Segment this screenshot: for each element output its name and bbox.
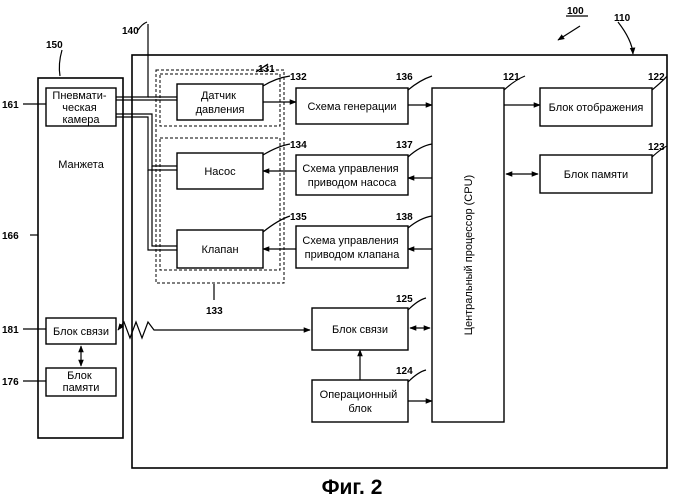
ref-132: 132: [290, 72, 307, 83]
ref-121: 121: [503, 72, 520, 83]
valve-label: Клапан: [201, 244, 238, 256]
ref-122: 122: [648, 72, 665, 83]
cuff-comm-label: Блок связи: [53, 326, 109, 338]
memory-label: Блок памяти: [564, 169, 628, 181]
air-tube-lines: [116, 24, 177, 250]
ref-133: 133: [206, 306, 223, 317]
ref-135: 135: [290, 212, 307, 223]
generation-label: Схема генерации: [307, 101, 396, 113]
comm-label: Блок связи: [332, 324, 388, 336]
valve-drive-block: [296, 226, 408, 268]
pump-label: Насос: [204, 166, 236, 178]
ref-134: 134: [290, 140, 307, 151]
ref-181: 181: [2, 325, 19, 336]
pump-drive-block: [296, 155, 408, 195]
cpu-label: Центральный процессор (CPU): [463, 175, 475, 335]
cuff-memory-label: Блок памяти: [63, 370, 100, 394]
operation-block: [312, 380, 408, 422]
ref-166: 166: [2, 231, 19, 242]
ref-161: 161: [2, 100, 19, 111]
cuff-title: Манжета: [58, 159, 105, 171]
figure-caption: Фиг. 2: [322, 476, 383, 499]
ref-125: 125: [396, 294, 413, 305]
ref-140: 140: [122, 26, 139, 37]
ref-131: 131: [258, 64, 275, 75]
ref-137: 137: [396, 140, 413, 151]
wireless-link: [118, 322, 310, 338]
ref-138: 138: [396, 212, 413, 223]
ref-110: 110: [614, 13, 631, 24]
ref-176: 176: [2, 377, 19, 388]
ref-123: 123: [648, 142, 665, 153]
ref-136: 136: [396, 72, 413, 83]
ref-100: 100: [567, 6, 584, 17]
display-label: Блок отображения: [549, 102, 644, 114]
ref-124: 124: [396, 366, 413, 377]
ref-150: 150: [46, 40, 63, 51]
